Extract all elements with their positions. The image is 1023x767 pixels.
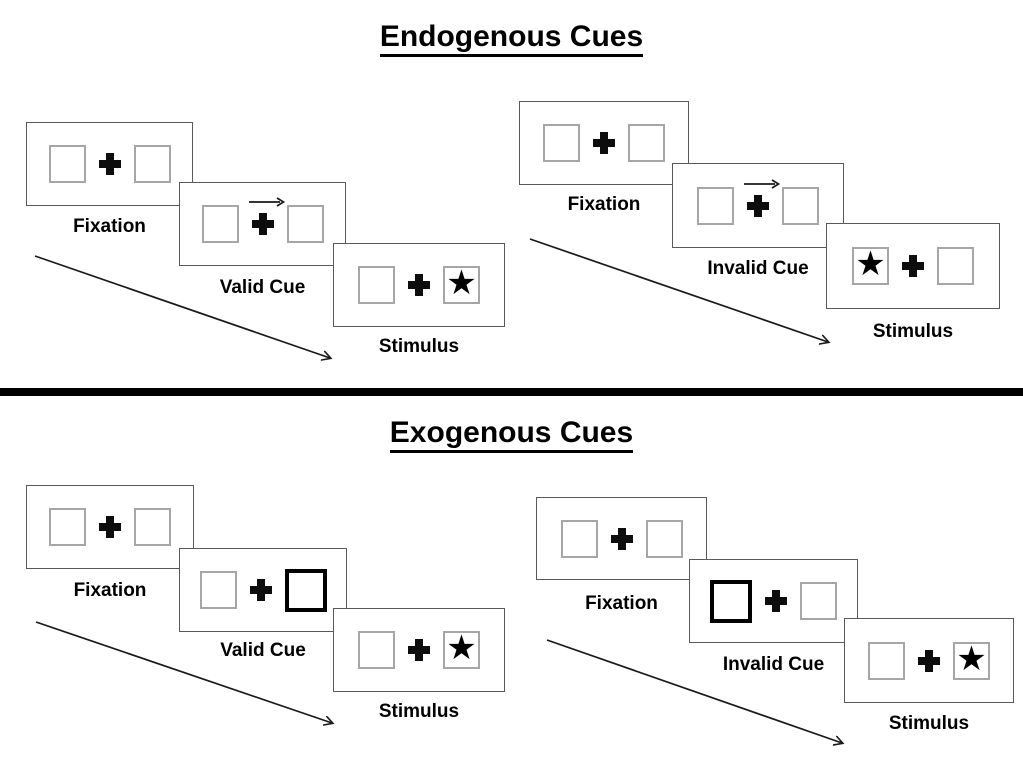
fixation-cross-icon <box>747 194 769 217</box>
endo-invalid-fixation-panel <box>519 101 689 185</box>
timeline-arrow <box>546 639 852 752</box>
endo-invalid-fixation-label: Fixation <box>567 194 641 215</box>
exo-valid-cue-panel <box>179 548 347 632</box>
highlighted-cue-box <box>710 579 752 623</box>
exo-valid-stimulus-label: Stimulus <box>378 701 460 722</box>
exogenous-title-text: Exogenous Cues <box>389 416 634 453</box>
exo-valid-fixation-panel <box>26 485 194 569</box>
fixation-cross-icon <box>98 153 121 175</box>
left-placeholder-box <box>560 519 598 558</box>
left-placeholder-box <box>48 145 86 183</box>
star-stimulus-box: ★ <box>852 247 889 285</box>
endo-valid-cue-panel <box>179 182 346 266</box>
right-placeholder-box <box>800 582 837 620</box>
right-placeholder-box <box>133 145 171 183</box>
fixation-cross-icon <box>249 579 272 601</box>
left-placeholder-box <box>49 508 86 546</box>
star-icon: ★ <box>956 639 987 678</box>
exo-valid-stimulus-panel: ★ <box>333 608 505 692</box>
exo-invalid-cue-panel <box>689 559 858 643</box>
left-placeholder-box <box>543 124 580 162</box>
section-divider <box>0 388 1023 396</box>
endo-valid-cue-label: Valid Cue <box>219 277 306 298</box>
left-placeholder-box <box>358 266 395 304</box>
left-placeholder-box <box>358 631 395 669</box>
endogenous-title-text: Endogenous Cues <box>379 20 644 57</box>
fixation-cross-icon <box>251 213 274 235</box>
exo-invalid-stimulus-panel: ★ <box>844 618 1014 703</box>
fixation-cross-icon <box>593 132 615 154</box>
timeline-arrow <box>34 255 342 366</box>
fixation-cross-icon <box>918 649 940 672</box>
exo-valid-cue-label: Valid Cue <box>220 640 306 661</box>
right-placeholder-box <box>286 205 324 243</box>
endo-invalid-cue-label: Invalid Cue <box>707 258 809 279</box>
cue-arrow-right-icon <box>744 178 781 189</box>
right-placeholder-box <box>782 186 819 225</box>
fixation-cross-icon <box>610 527 633 550</box>
right-placeholder-box <box>134 508 171 546</box>
exo-invalid-fixation-label: Fixation <box>585 593 658 614</box>
fixation-cross-icon <box>902 255 924 277</box>
star-icon: ★ <box>446 629 477 667</box>
right-placeholder-box <box>628 124 665 162</box>
endo-invalid-stimulus-label: Stimulus <box>872 321 954 342</box>
exo-invalid-cue-label: Invalid Cue <box>722 654 825 675</box>
timeline-arrow <box>35 621 342 732</box>
star-stimulus-box: ★ <box>953 639 990 680</box>
left-placeholder-box <box>199 571 237 609</box>
highlighted-cue-box <box>284 568 327 612</box>
star-stimulus-box: ★ <box>443 631 480 669</box>
cue-arrow-right-icon <box>248 197 285 207</box>
exo-invalid-fixation-panel <box>536 497 707 580</box>
endo-valid-stimulus-label: Stimulus <box>378 336 460 357</box>
left-placeholder-box <box>868 641 905 680</box>
left-placeholder-box <box>697 186 734 225</box>
left-placeholder-box <box>201 205 239 243</box>
star-icon: ★ <box>855 245 886 283</box>
exogenous-section-title: Exogenous Cues <box>0 416 1023 453</box>
star-stimulus-box: ★ <box>443 266 480 304</box>
endogenous-section-title: Endogenous Cues <box>0 20 1023 57</box>
fixation-cross-icon <box>408 274 430 296</box>
endo-valid-fixation-panel <box>26 122 193 206</box>
timeline-arrow <box>529 238 836 349</box>
fixation-cross-icon <box>408 639 430 661</box>
endo-invalid-stimulus-panel: ★ <box>826 223 1000 309</box>
exo-invalid-stimulus-label: Stimulus <box>888 713 970 734</box>
right-placeholder-box <box>645 519 683 558</box>
fixation-cross-icon <box>99 516 121 538</box>
endo-invalid-cue-panel <box>672 163 844 248</box>
exo-valid-fixation-label: Fixation <box>73 580 147 601</box>
endo-valid-fixation-label: Fixation <box>73 216 146 237</box>
fixation-cross-icon <box>765 590 787 612</box>
right-placeholder-box <box>937 247 974 285</box>
star-icon: ★ <box>446 264 477 302</box>
endo-valid-stimulus-panel: ★ <box>333 243 505 327</box>
